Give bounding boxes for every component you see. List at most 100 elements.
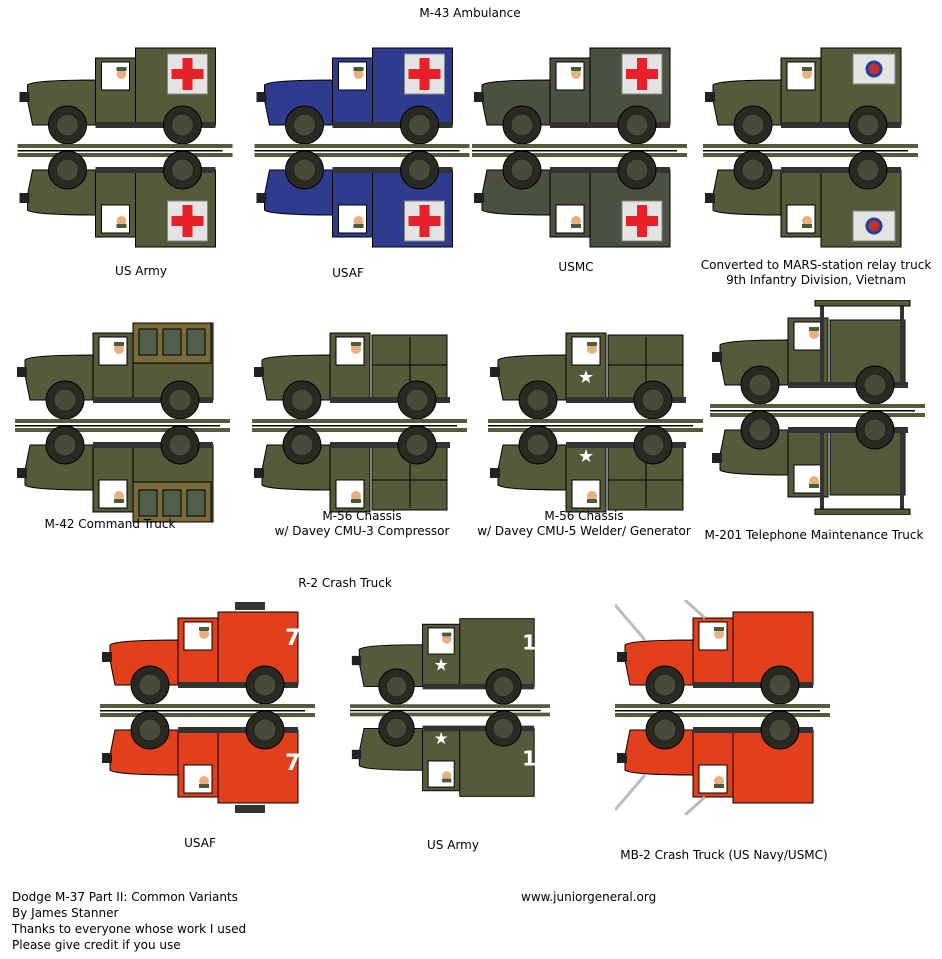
running-board [566, 397, 686, 403]
ladder-rack-post [820, 300, 824, 385]
ladder-rack-post [900, 430, 904, 515]
divider-line [252, 425, 457, 427]
front-wheel-hub [138, 673, 162, 697]
driver-helmet [714, 784, 724, 788]
divider-line [17, 150, 223, 152]
star-icon: ★ [434, 728, 449, 748]
bumper [490, 367, 500, 377]
red-cross-icon [171, 69, 204, 79]
truck-top-view [474, 150, 671, 248]
vehicle-figure [17, 47, 233, 248]
driver-helmet [199, 627, 209, 631]
spare-tire [235, 805, 265, 813]
driver-helmet [571, 224, 581, 228]
ladder-rack-post [820, 430, 824, 515]
vehicle-figure [252, 332, 467, 513]
driver-helmet [351, 499, 361, 503]
ground-line [703, 144, 918, 148]
red-cross-icon [171, 216, 204, 226]
running-board [693, 682, 813, 688]
vehicle-label: MB-2 Crash Truck (US Navy/USMC) [620, 848, 828, 862]
spare-tire [235, 602, 265, 610]
ground-line [703, 153, 918, 157]
ground-line [710, 404, 925, 408]
front-wheel-hub [138, 718, 162, 742]
red-cross-icon [408, 69, 441, 79]
ground-line [254, 153, 470, 157]
running-board [178, 727, 298, 733]
driver-helmet [714, 627, 724, 631]
driver-helmet [442, 778, 452, 783]
front-wheel-hub [53, 433, 77, 457]
unit-number: 1 [522, 630, 536, 654]
red-cross-icon [408, 216, 441, 226]
vehicle-figure [615, 600, 830, 815]
roundel-icon [865, 60, 883, 78]
ladder-rack [814, 508, 911, 515]
running-board [422, 683, 535, 690]
ground-line [252, 419, 467, 423]
rear-wheel-hub [408, 113, 431, 137]
running-board [330, 442, 450, 448]
truck-side-view [19, 47, 216, 145]
ground-line [472, 144, 687, 148]
ground-line [472, 153, 687, 157]
driver [116, 216, 127, 226]
driver-helmet [587, 499, 597, 503]
ground-line [100, 704, 315, 708]
driver-helmet [571, 67, 581, 71]
side-curtain-window [186, 489, 206, 517]
truck-top-view [19, 150, 216, 248]
footer-author: By James Stanner [12, 906, 119, 920]
truck-top-view [712, 410, 911, 515]
driver [199, 629, 209, 639]
truck-side-view: ★1 [351, 618, 536, 705]
vehicle-label: USMC [558, 260, 594, 274]
rear-wheel-hub [863, 418, 887, 442]
footer-url[interactable]: www.juniorgeneral.org [521, 890, 657, 904]
section-title-ambulance: M-43 Ambulance [419, 6, 521, 20]
vehicle-label: Converted to MARS-station relay truck [700, 258, 932, 272]
driver [587, 344, 597, 354]
turret-nozzle [615, 774, 647, 811]
rear-wheel-hub [863, 373, 887, 397]
unit-number: 7 [285, 626, 300, 651]
front-wheel-hub [293, 113, 316, 137]
divider-line [15, 425, 220, 427]
divider-line [254, 150, 460, 152]
running-board [95, 122, 216, 128]
ladder-rack-post [900, 300, 904, 385]
vehicle-label: M-56 Chassis [544, 509, 624, 523]
rear-wheel-hub [856, 113, 880, 137]
running-board [93, 397, 213, 403]
truck-side-view [17, 322, 214, 420]
ground-line [350, 704, 550, 708]
bumper [705, 193, 715, 203]
vehicle-label: M-201 Telephone Maintenance Truck [704, 528, 924, 542]
truck-top-view [256, 150, 453, 248]
driver-helmet [114, 499, 124, 503]
front-wheel-hub [290, 388, 314, 412]
bumper [490, 468, 500, 478]
running-board [330, 397, 450, 403]
side-curtain-window [162, 328, 182, 356]
bumper [351, 655, 362, 666]
vehicle-figure: 77 [100, 602, 315, 813]
rear-wheel-hub [641, 388, 665, 412]
running-board [95, 167, 216, 173]
truck-top-view: ★ [490, 425, 686, 513]
driver-helmet [116, 224, 127, 228]
ground-line [710, 413, 925, 417]
bumper [254, 367, 264, 377]
ground-line [615, 713, 830, 717]
running-board [781, 167, 901, 173]
running-board [693, 727, 813, 733]
vehicle-figure [254, 47, 470, 248]
driver [114, 491, 124, 501]
truck-top-view [705, 150, 902, 248]
turret-nozzle [615, 604, 647, 641]
driver [116, 69, 127, 79]
vehicle-label: US Army [115, 264, 167, 278]
bumper [256, 92, 267, 102]
driver [351, 491, 361, 501]
